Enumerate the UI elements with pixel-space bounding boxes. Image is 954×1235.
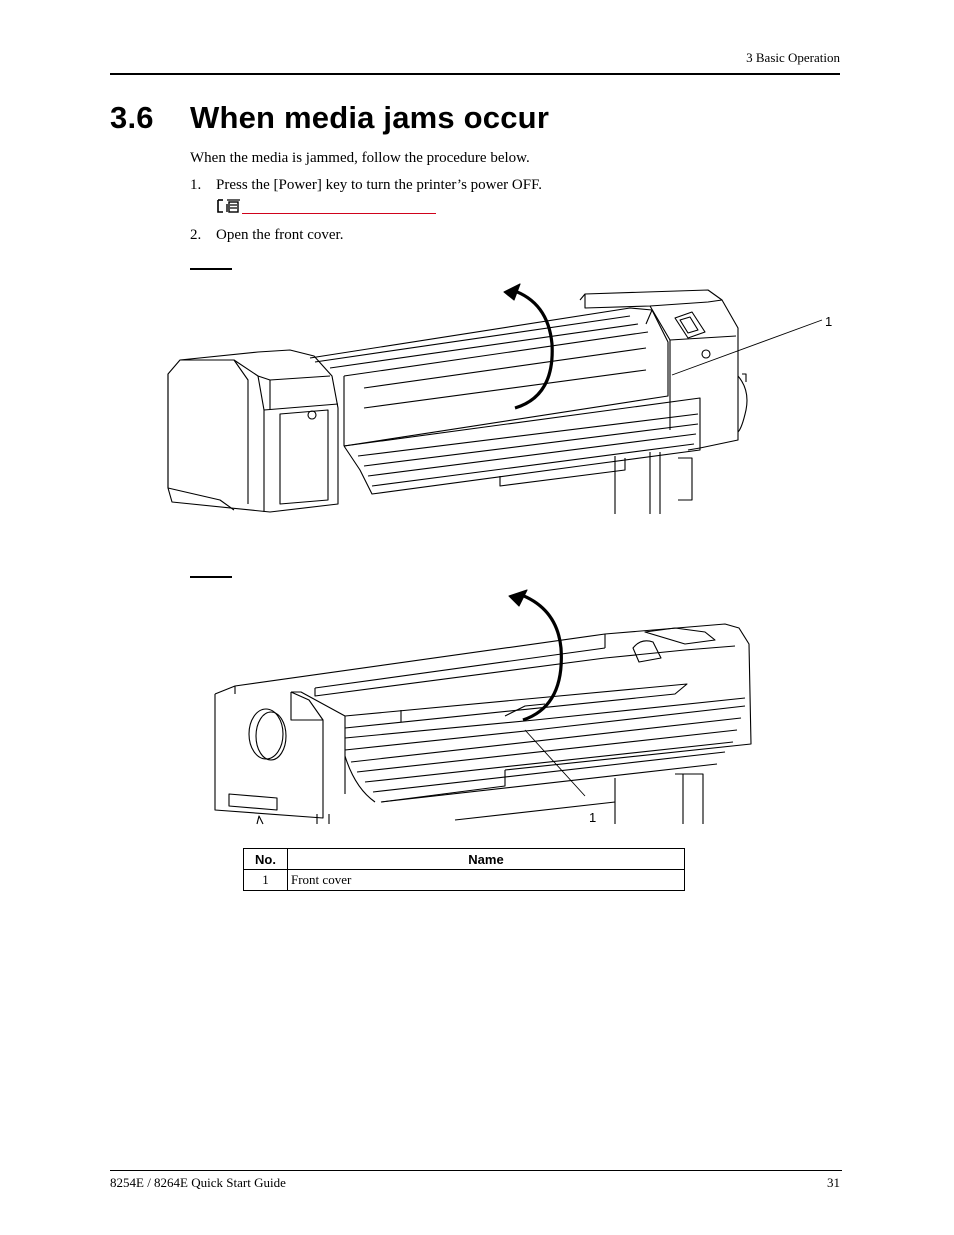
parts-table: No. Name 1 Front cover (243, 848, 685, 891)
printer-front-figure: 1 (160, 280, 850, 516)
table-cell-no: 1 (243, 869, 288, 891)
table-header-row: No. Name (243, 848, 685, 870)
figure-tag-line (190, 268, 232, 270)
reference-row (216, 198, 436, 214)
section-title: 3.6 When media jams occur (110, 100, 549, 136)
footer-guide-title: 8254E / 8264E Quick Start Guide (110, 1175, 286, 1190)
table-row: 1 Front cover (243, 869, 685, 891)
section-number: 3.6 (110, 100, 154, 135)
header-rule (110, 73, 840, 75)
figure-bottom-callout: 1 (589, 810, 596, 825)
cross-reference-link[interactable] (242, 198, 436, 214)
step-1: 1. Press the [Power] key to turn the prin… (190, 177, 542, 194)
step-number: 2. (190, 227, 202, 243)
intro-text: When the media is jammed, follow the pro… (190, 150, 530, 166)
table-cell-name: Front cover (287, 869, 685, 891)
footer-rule (110, 1170, 842, 1171)
figure-top-callout: 1 (825, 314, 832, 329)
column-header-no: No. (243, 848, 288, 870)
step-text: Open the front cover. (216, 227, 344, 243)
section-heading: When media jams occur (190, 100, 550, 135)
step-text: Press the [Power] key to turn the printe… (216, 177, 542, 193)
running-header: 3 Basic Operation (746, 50, 840, 65)
printer-rear-figure: 1 (205, 588, 765, 828)
step-number: 1. (190, 177, 202, 193)
step-2: 2. Open the front cover. (190, 227, 343, 244)
reference-book-icon (216, 198, 242, 214)
column-header-name: Name (287, 848, 685, 870)
page-number: 31 (827, 1175, 840, 1190)
figure-tag-line (190, 576, 232, 578)
